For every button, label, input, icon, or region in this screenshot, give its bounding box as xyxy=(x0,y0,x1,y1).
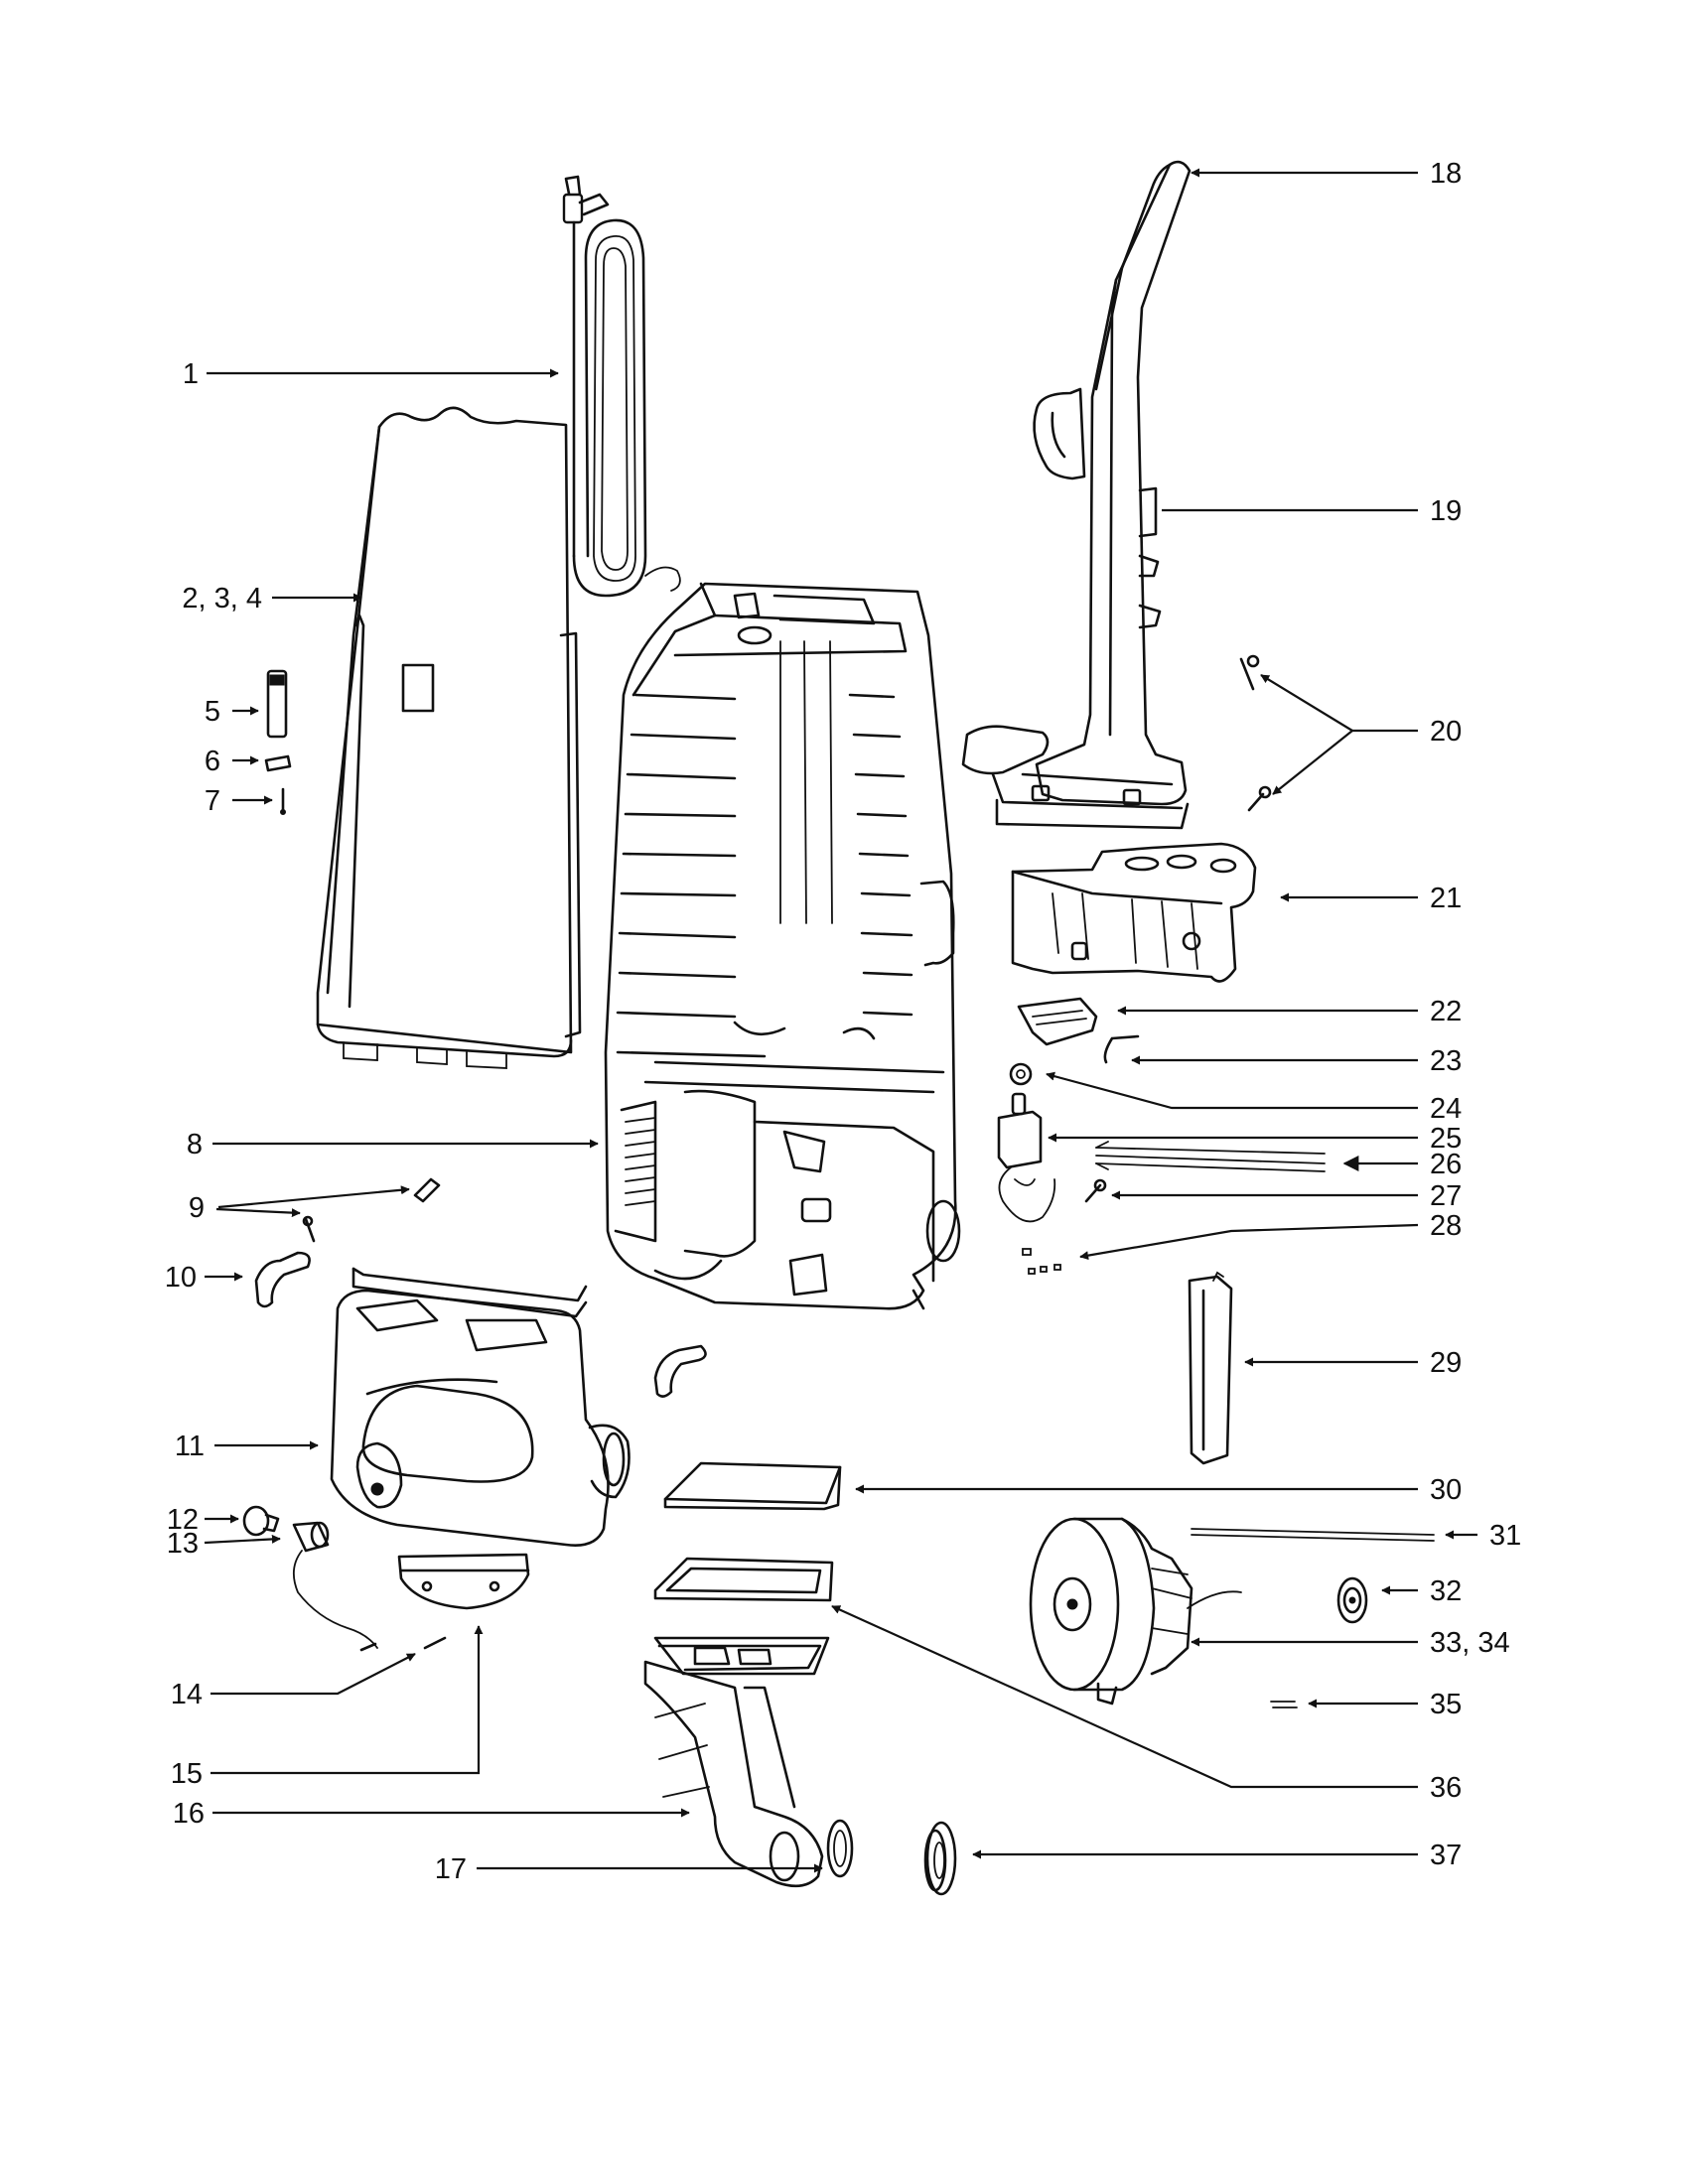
callout-35: 35 xyxy=(1430,1689,1462,1720)
part-pins-35 xyxy=(1270,1701,1298,1708)
part-bracket-10 xyxy=(254,1251,311,1308)
part-small-latch-set xyxy=(264,669,292,815)
callout-28: 28 xyxy=(1430,1210,1462,1242)
part-screw-27 xyxy=(1084,1178,1107,1203)
leader-24 xyxy=(1046,1071,1418,1110)
part-motor xyxy=(1029,1517,1242,1706)
part-pulley-37 xyxy=(923,1821,957,1896)
part-outer-bag-cover xyxy=(316,406,582,1069)
part-rods xyxy=(1095,1141,1326,1172)
leader-28 xyxy=(1079,1223,1419,1261)
callout-20: 20 xyxy=(1430,716,1462,748)
part-motor-mount xyxy=(1336,1576,1368,1624)
part-clip xyxy=(653,1344,707,1398)
part-spring xyxy=(1103,1034,1140,1064)
callout-37: 37 xyxy=(1430,1840,1462,1871)
part-lamp-bulb xyxy=(242,1505,280,1537)
part-handle xyxy=(961,160,1192,830)
callout-2-3-4: 2, 3, 4 xyxy=(182,583,262,614)
callout-18: 18 xyxy=(1430,158,1462,190)
callout-12: 12 xyxy=(167,1504,199,1536)
callout-10: 10 xyxy=(165,1262,197,1294)
part-switch-plate xyxy=(1017,997,1098,1046)
part-switch xyxy=(997,1092,1056,1223)
part-power-cord xyxy=(562,175,681,598)
part-gasket-17 xyxy=(826,1819,854,1878)
part-screws-9 xyxy=(302,1177,441,1243)
callout-8: 8 xyxy=(187,1129,203,1160)
callout-27: 27 xyxy=(1430,1180,1462,1212)
part-clips-28 xyxy=(1022,1248,1061,1275)
callout-labels: 1 2, 3, 4 5 6 7 8 9 10 11 12 13 14 15 16… xyxy=(165,158,1522,1885)
leader-20b xyxy=(1272,730,1353,795)
leader-14 xyxy=(210,1653,416,1696)
leader-20a xyxy=(1260,674,1353,732)
part-dirt-duct xyxy=(643,1636,830,1888)
part-bolts-20 xyxy=(1239,654,1272,812)
callout-19: 19 xyxy=(1430,495,1462,527)
part-main-housing xyxy=(604,582,961,1310)
part-strip xyxy=(1188,1271,1233,1465)
callout-31: 31 xyxy=(1489,1520,1521,1552)
callout-6: 6 xyxy=(205,746,220,777)
callout-25: 25 xyxy=(1430,1123,1462,1155)
callout-32: 32 xyxy=(1430,1575,1462,1607)
callout-5: 5 xyxy=(205,696,220,728)
callout-26: 26 xyxy=(1430,1149,1462,1180)
callout-13: 13 xyxy=(167,1528,199,1560)
callout-23: 23 xyxy=(1430,1045,1462,1077)
part-filter xyxy=(663,1461,842,1511)
leader-9a xyxy=(215,1207,301,1218)
callout-22: 22 xyxy=(1430,996,1462,1027)
callout-16: 16 xyxy=(173,1798,205,1830)
callout-7: 7 xyxy=(205,785,220,817)
part-filter-frame xyxy=(653,1557,834,1602)
callout-9: 9 xyxy=(189,1192,205,1224)
callout-15: 15 xyxy=(171,1758,203,1790)
callout-17: 17 xyxy=(435,1853,467,1885)
callout-1: 1 xyxy=(183,358,199,390)
callout-33-34: 33, 34 xyxy=(1430,1627,1510,1659)
part-washer xyxy=(1009,1062,1033,1086)
callout-29: 29 xyxy=(1430,1347,1462,1379)
callout-14: 14 xyxy=(171,1679,203,1710)
part-handle-mount xyxy=(1011,842,1257,983)
callout-11: 11 xyxy=(175,1431,205,1462)
part-lens-screws xyxy=(359,1553,530,1652)
callout-21: 21 xyxy=(1430,883,1462,914)
part-rod-31 xyxy=(1191,1528,1435,1542)
leader-36 xyxy=(831,1604,1418,1789)
leader-13 xyxy=(204,1534,281,1545)
part-lamp-socket xyxy=(292,1521,378,1649)
callout-36: 36 xyxy=(1430,1772,1462,1804)
leader-15 xyxy=(210,1625,484,1775)
part-nozzle-cover xyxy=(330,1267,631,1547)
callout-24: 24 xyxy=(1430,1093,1462,1125)
leader-lines xyxy=(204,168,1477,1873)
callout-30: 30 xyxy=(1430,1474,1462,1506)
leader-9b xyxy=(217,1185,410,1209)
